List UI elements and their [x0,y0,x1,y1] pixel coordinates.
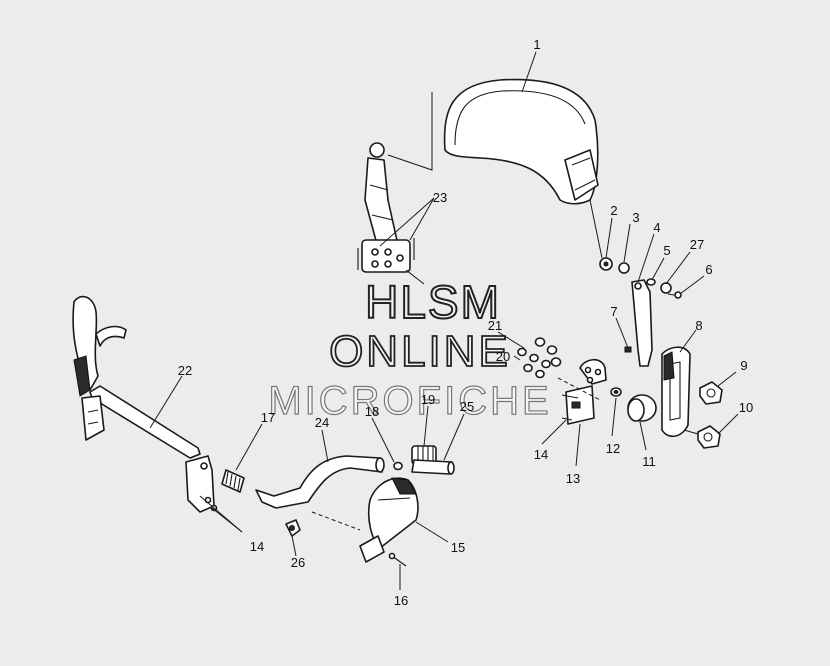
lever-handle [359,477,419,563]
roller-11 [627,394,657,422]
seat-back-cushion [443,78,599,205]
recline-mechanism [357,142,425,285]
callout-21: 21 [488,318,502,333]
knob-10 [683,425,721,449]
bushing-18 [393,461,403,471]
main-frame-tube [72,295,218,513]
callout-8: 8 [695,318,702,333]
callout-7: 7 [610,304,617,319]
watermark: HLSM ONLINE MICROFICHE [268,275,551,424]
fitting-26 [285,519,301,537]
callout-22: 22 [178,363,192,378]
washer-3 [618,262,630,274]
callout-4: 4 [653,220,660,235]
callout-12: 12 [606,441,620,456]
watermark-line-1: HLSM [365,276,501,328]
knob-9 [699,381,723,405]
callout-leaders [149,51,739,590]
callout-labels: 1 2 3 4 5 27 6 7 8 9 10 11 12 13 14 23 2… [178,37,753,608]
center-line-lever [311,511,361,531]
sleeve-25 [411,459,455,475]
callout-13: 13 [566,471,580,486]
callout-14-left: 14 [250,539,264,554]
leader-line-back-to-washer [589,199,603,259]
center-line-plate [557,377,601,401]
callout-27: 27 [690,237,704,252]
bushing-5 [646,278,656,286]
callout-14-right: 14 [534,447,548,462]
callout-5: 5 [663,243,670,258]
bolts-21 [534,337,562,367]
callout-23: 23 [433,190,447,205]
screw-6 [667,291,682,299]
callout-11: 11 [642,454,656,469]
leader-line-back-to-mechanism [387,92,433,171]
washer-27 [660,282,672,294]
hand-grip [221,469,245,493]
washer-2 [599,257,613,271]
pivot-arm-4 [631,279,653,367]
callout-1: 1 [533,37,540,52]
mounting-plate [561,358,607,425]
callout-10: 10 [739,400,753,415]
screw-16 [388,552,407,567]
callout-15: 15 [451,540,465,555]
callout-16: 16 [394,593,408,608]
callout-19: 19 [421,392,435,407]
callout-9: 9 [740,358,747,373]
callout-2: 2 [610,203,617,218]
callout-26: 26 [291,555,305,570]
callout-6: 6 [705,262,712,277]
callout-17: 17 [261,410,275,425]
watermark-line-2: ONLINE [329,327,511,376]
callout-20: 20 [496,349,510,364]
nut-12 [610,387,622,397]
callout-25: 25 [460,399,474,414]
nuts-20 [517,347,551,379]
callout-24: 24 [315,415,329,430]
watermark-line-3: MICROFICHE [268,379,551,423]
callout-3: 3 [632,210,639,225]
callout-18: 18 [365,404,379,419]
lever-tube [255,455,385,509]
armrest-bracket [661,346,691,438]
